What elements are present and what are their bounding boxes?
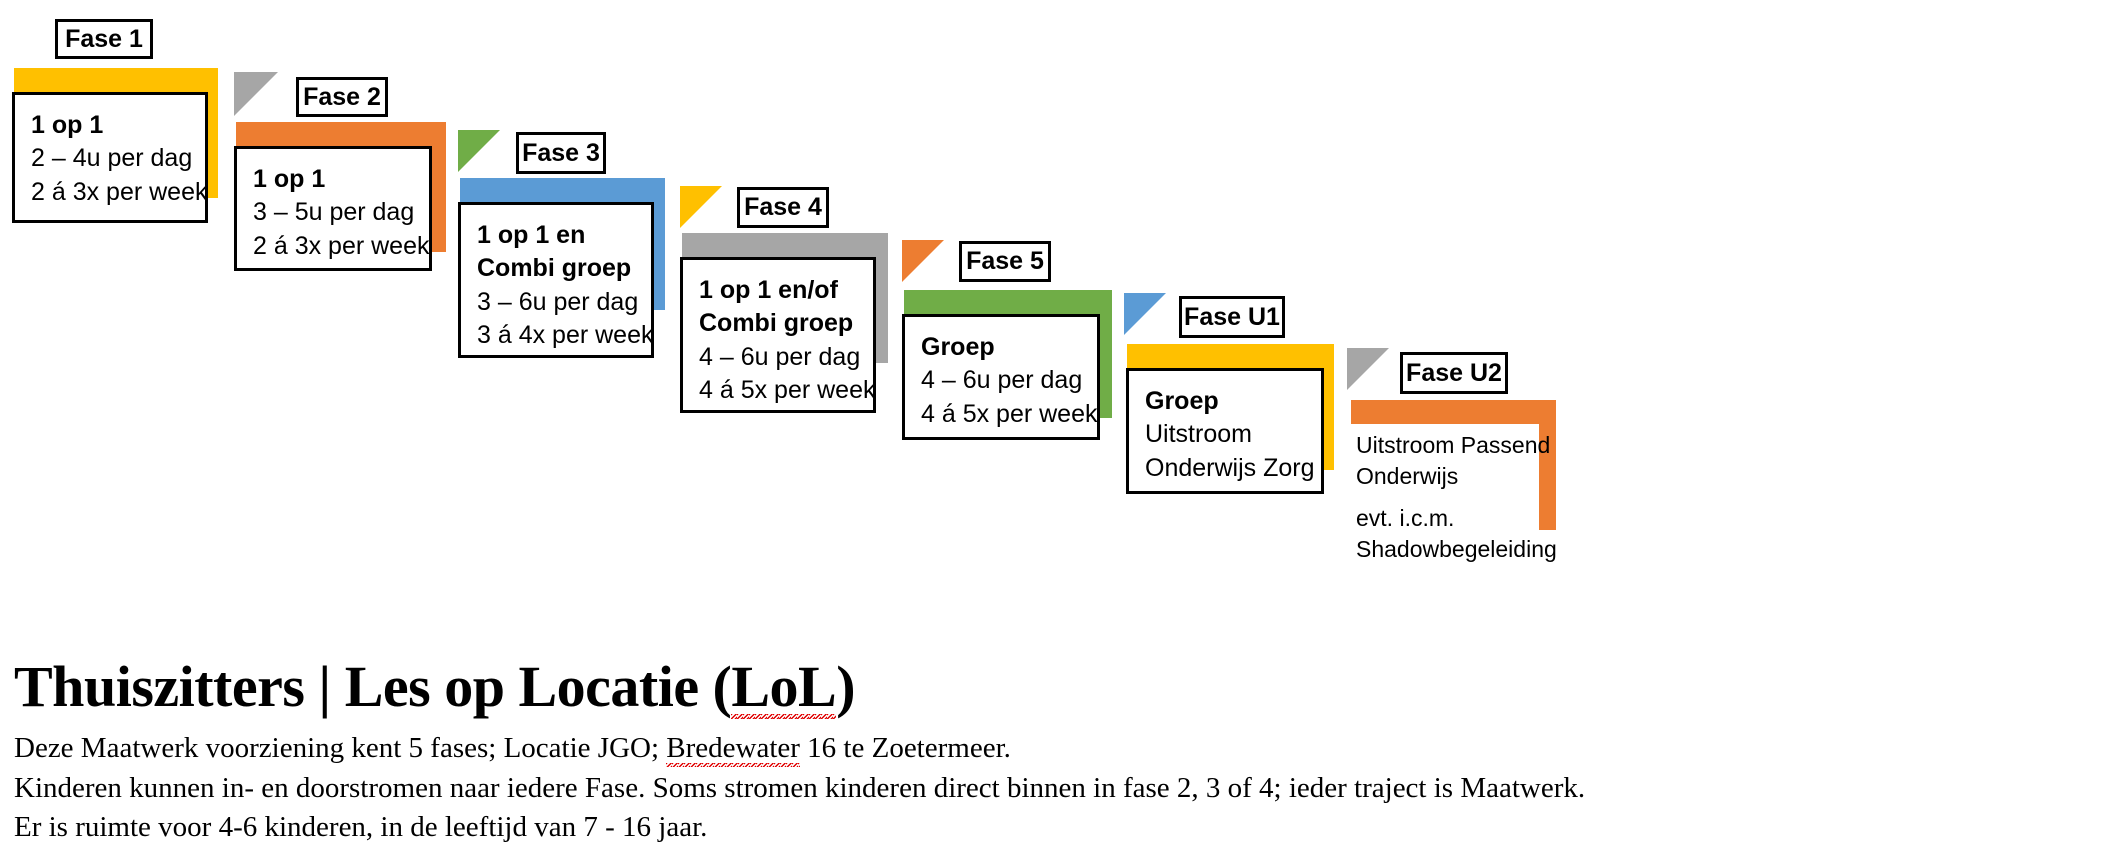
line1-misspelled-word: Bredewater [666,730,800,768]
phase-label-fase-1[interactable]: Fase 1 [55,19,153,59]
phase-label-fase-u2[interactable]: Fase U2 [1400,352,1508,394]
card-line: Groep [1145,387,1219,415]
phase-card-fase-u1: Groep Uitstroom Onderwijs Zorg [1126,368,1324,494]
phase-label-fase-2[interactable]: Fase 2 [296,77,388,117]
card-line: Uitstroom Passend [1356,432,1551,458]
phase-card-fase-2: 1 op 1 3 – 5u per dag 2 á 3x per week [234,146,432,271]
phase-label-fase-3[interactable]: Fase 3 [516,132,606,174]
connector-triangle-fase-u1 [1124,293,1166,335]
phase-card-fase-3: 1 op 1 en Combi groep 3 – 6u per dag 3 á… [458,202,654,358]
phase-label-fase-4[interactable]: Fase 4 [737,187,829,228]
card-line: Uitstroom [1145,420,1252,449]
phase-card-fase-4: 1 op 1 en/of Combi groep 4 – 6u per dag … [680,257,876,413]
card-line: 3 á 4x per week [477,320,654,349]
card-line: 3 – 6u per dag [477,287,639,316]
card-line: Shadowbegeleiding [1356,535,1557,562]
card-line: 2 á 3x per week [253,231,430,260]
connector-triangle-fase-2 [234,72,278,116]
card-line: 4 – 6u per dag [699,342,861,371]
card-line: 3 – 5u per dag [253,198,415,227]
card-line: 2 – 4u per dag [31,144,193,173]
connector-triangle-fase-4 [680,186,722,228]
phase-label-fase-5[interactable]: Fase 5 [959,241,1051,282]
connector-triangle-fase-5 [902,240,944,282]
title-misspelled-word: LoL [731,653,837,719]
line1-after: 16 te Zoetermeer. [799,732,1011,764]
description-paragraph: Deze Maatwerk voorziening kent 5 fases; … [14,730,1585,849]
card-line: 4 á 5x per week [921,399,1098,428]
card-line: evt. i.c.m. [1356,505,1455,532]
card-line: Groep [921,333,995,361]
description-line-1: Deze Maatwerk voorziening kent 5 fases; … [14,730,1585,768]
card-line: 1 op 1 [253,165,326,193]
page-title: Thuiszitters | Les op Locatie (LoL) [14,653,856,719]
card-line: 1 op 1 en [477,221,586,249]
card-line: Onderwijs Zorg [1145,453,1315,482]
card-line: Combi groep [699,309,854,338]
phase-card-fase-5: Groep 4 – 6u per dag 4 á 5x per week [902,314,1100,440]
card-line: 2 á 3x per week [31,177,208,206]
line1-before: Deze Maatwerk voorziening kent 5 fases; … [14,732,667,764]
connector-triangle-fase-u2 [1347,348,1389,390]
title-text-before: Thuiszitters | Les op Locatie ( [14,653,732,719]
card-line: 4 á 5x per week [699,375,876,404]
title-text-after: ) [836,653,856,719]
card-line: Onderwijs [1356,462,1459,489]
phase-label-fase-u1[interactable]: Fase U1 [1179,296,1285,338]
card-line: Combi groep [477,254,632,283]
description-line-3: Er is ruimte voor 4-6 kinderen, in de le… [14,811,708,844]
phase-card-fase-1: 1 op 1 2 – 4u per dag 2 á 3x per week [12,92,208,223]
card-line: 1 op 1 en/of [699,276,838,304]
description-line-2: Kinderen kunnen in- en doorstromen naar … [14,771,1586,804]
phase-card-fase-u2: Uitstroom Passend Onderwijs evt. i.c.m. … [1350,424,1557,562]
connector-triangle-fase-3 [458,130,500,172]
card-line: 4 – 6u per dag [921,366,1083,395]
card-line: 1 op 1 [31,111,104,139]
